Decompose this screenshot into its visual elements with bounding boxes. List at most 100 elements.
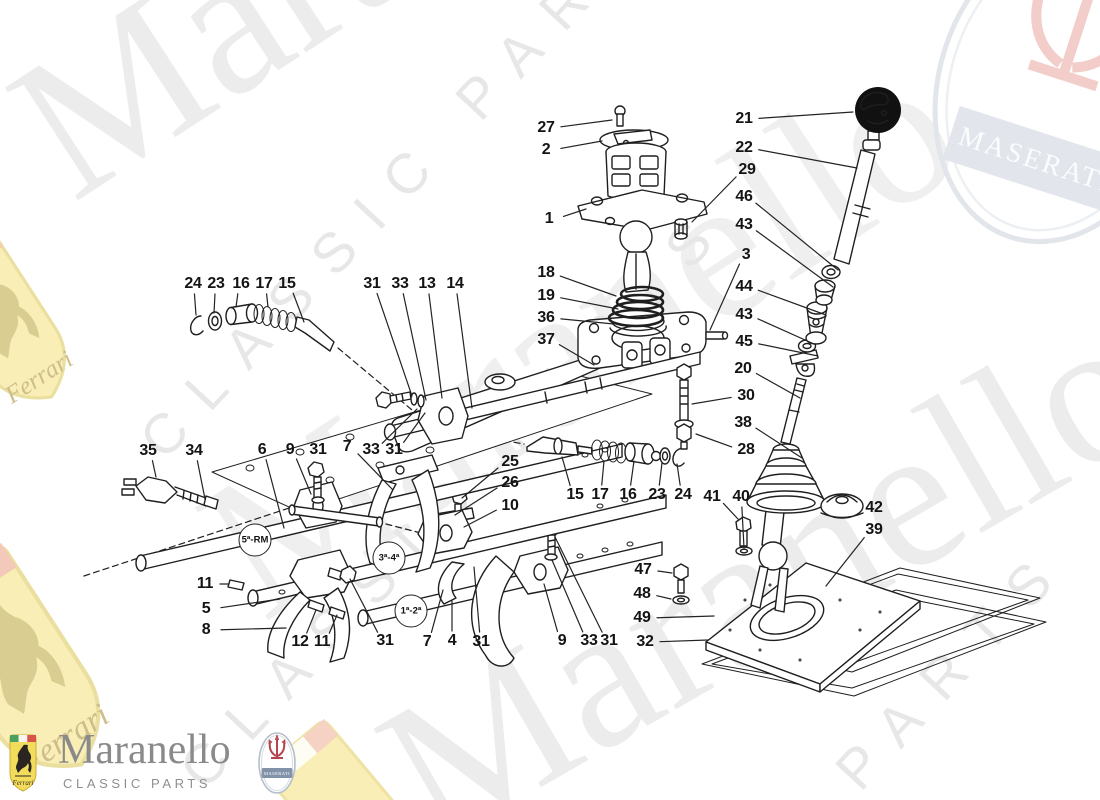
part-number-31: 31 xyxy=(472,633,490,650)
part-number-31: 31 xyxy=(600,632,618,649)
part-number-11: 11 xyxy=(196,575,214,592)
part-number-22: 22 xyxy=(735,139,753,156)
part-number-13: 13 xyxy=(418,275,436,292)
clevis-arm xyxy=(774,567,789,613)
part-number-27: 27 xyxy=(537,119,555,136)
part-number-31: 31 xyxy=(363,275,381,292)
part-number-32: 32 xyxy=(636,633,654,650)
gear-knob-21 xyxy=(855,87,901,133)
part-number-15: 15 xyxy=(278,275,296,292)
pin-11b xyxy=(328,606,346,620)
part-number-4: 4 xyxy=(447,632,457,649)
spring-17 xyxy=(591,439,603,461)
shaft-clamp-13 xyxy=(417,387,469,445)
part-number-9: 9 xyxy=(557,632,567,649)
part-number-44: 44 xyxy=(735,278,753,295)
shift-lever-assembly xyxy=(746,87,901,613)
rod-position-tag: 1ª-2ª xyxy=(394,594,428,628)
lower-ball xyxy=(758,541,788,571)
part-number-48: 48 xyxy=(633,585,651,602)
fork-leg-left xyxy=(267,591,311,659)
part-number-45: 45 xyxy=(735,333,753,350)
detent-set-left xyxy=(189,303,335,352)
fork-leg-right xyxy=(411,469,440,573)
part-number-31: 31 xyxy=(385,441,403,458)
part-number-29: 29 xyxy=(738,161,756,178)
circlip-36 xyxy=(609,325,667,337)
fork-blade xyxy=(471,555,515,667)
part-number-10: 10 xyxy=(501,497,519,514)
part-number-24: 24 xyxy=(184,275,202,292)
circlip-24 xyxy=(672,447,685,467)
fork-screw xyxy=(327,567,343,581)
part-number-33: 33 xyxy=(580,632,598,649)
part-number-34: 34 xyxy=(185,442,203,459)
part-number-18: 18 xyxy=(537,264,555,281)
rod-position-tag: 5ª-RM xyxy=(238,523,272,557)
part-number-7: 7 xyxy=(422,633,432,650)
part-number-49: 49 xyxy=(633,609,651,626)
part-number-46: 46 xyxy=(735,188,753,205)
part-number-35: 35 xyxy=(139,442,157,459)
bolt-9 xyxy=(307,461,325,478)
ring-46 xyxy=(821,264,841,280)
footer-brand-name: Maranello xyxy=(58,727,231,773)
fork-boss xyxy=(289,549,353,599)
ball-stem xyxy=(623,251,651,293)
part-number-47: 47 xyxy=(634,561,652,578)
part-number-11: 11 xyxy=(313,633,331,650)
washer-23 xyxy=(207,311,223,331)
ferrari-logo: Ferrari xyxy=(9,734,37,792)
plunger-15 xyxy=(526,436,579,456)
part-number-20: 20 xyxy=(734,360,752,377)
part-number-24: 24 xyxy=(674,486,692,503)
part-number-37: 37 xyxy=(537,331,555,348)
part-number-42: 42 xyxy=(865,499,883,516)
lever-shaft-22 xyxy=(833,149,876,265)
footer-brand-lockup[interactable]: Ferrari Maranello CLASSIC PARTS MASERATI xyxy=(0,720,310,800)
svg-text:MASERATI: MASERATI xyxy=(264,771,290,776)
leader-lines xyxy=(151,111,865,643)
part-number-25: 25 xyxy=(501,453,519,470)
part-number-15: 15 xyxy=(566,486,584,503)
plunger-15 xyxy=(294,316,335,352)
shift-pattern-glyph xyxy=(859,91,889,111)
clevis-arm xyxy=(750,565,769,609)
part-number-40: 40 xyxy=(732,488,750,505)
part-number-14: 14 xyxy=(446,275,464,292)
part-number-17: 17 xyxy=(591,486,609,503)
part-number-2: 2 xyxy=(541,141,551,158)
part-number-26: 26 xyxy=(501,474,519,491)
part-number-41: 41 xyxy=(703,488,721,505)
pin-12 xyxy=(307,599,325,613)
part-number-30: 30 xyxy=(737,387,755,404)
spring-17 xyxy=(253,304,265,324)
bolt-41 xyxy=(735,516,752,533)
washer-23 xyxy=(659,447,671,465)
part-number-5: 5 xyxy=(201,600,211,617)
part-number-16: 16 xyxy=(232,275,250,292)
turret-assembly xyxy=(577,105,708,337)
part-number-31: 31 xyxy=(376,632,394,649)
bolt-47 xyxy=(673,563,689,581)
fork-horn xyxy=(437,561,465,605)
footer: Ferrari Maranello CLASSIC PARTS MASERATI xyxy=(0,720,1100,800)
part-number-43: 43 xyxy=(735,306,753,323)
footer-brand-tagline: CLASSIC PARTS xyxy=(63,776,212,791)
part-number-38: 38 xyxy=(734,414,752,431)
bolt-30 xyxy=(676,363,692,381)
part-number-7: 7 xyxy=(342,438,352,455)
part-number-6: 6 xyxy=(257,441,267,458)
base-flange-1 xyxy=(577,189,708,231)
part-number-1: 1 xyxy=(544,210,554,227)
detent-set-center xyxy=(526,436,685,467)
part-number-17: 17 xyxy=(255,275,273,292)
reverse-light-switch-35 xyxy=(121,476,219,510)
part-number-23: 23 xyxy=(207,275,225,292)
part-number-39: 39 xyxy=(865,521,883,538)
part-number-12: 12 xyxy=(291,633,309,650)
svg-text:Ferrari: Ferrari xyxy=(12,779,34,787)
part-number-33: 33 xyxy=(391,275,409,292)
